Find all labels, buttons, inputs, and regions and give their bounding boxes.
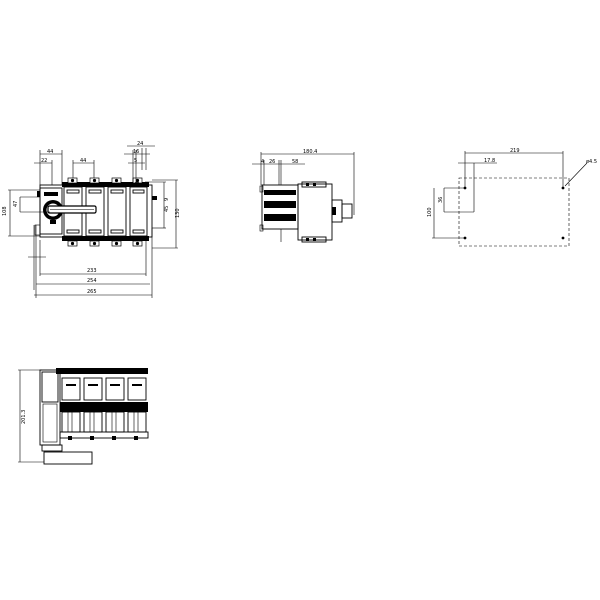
dim-44-top: 44 <box>47 149 53 155</box>
dim-130: 130 <box>175 208 181 218</box>
dim-17-8: 17.8 <box>484 158 495 164</box>
dim-108: 108 <box>2 206 8 216</box>
terminals-bottom <box>67 240 143 247</box>
side-dimensions: 180.4 4 26 58 <box>252 149 355 215</box>
drill-dimensions: 219 17.8 36 100 ø4.5 <box>427 148 597 239</box>
dim-36: 36 <box>438 197 444 203</box>
dim-9: 9 <box>164 198 170 201</box>
rear-view: 201.3 <box>18 368 149 465</box>
dim-58: 58 <box>292 159 298 165</box>
dim-5: 5 <box>134 158 137 164</box>
front-dimensions: 44 22 44 24 16 5 108 <box>2 141 181 298</box>
dim-254: 254 <box>87 278 97 284</box>
dim-201-3: 201.3 <box>21 410 27 424</box>
dim-100: 100 <box>427 207 433 217</box>
dim-233: 233 <box>87 268 97 274</box>
dim-265: 265 <box>87 289 97 295</box>
drill-template-view: 219 17.8 36 100 ø4.5 <box>427 148 597 247</box>
front-view: 44 22 44 24 16 5 108 <box>2 141 181 298</box>
dim-hole-dia: ø4.5 <box>586 159 597 165</box>
dim-4: 4 <box>261 159 264 165</box>
dim-180-4: 180.4 <box>303 149 317 155</box>
rotary-handle <box>43 200 97 224</box>
dim-219: 219 <box>510 148 520 154</box>
terminals-top <box>67 177 143 184</box>
dim-22: 22 <box>41 158 47 164</box>
dim-44-pitch: 44 <box>80 158 86 164</box>
dim-47: 47 <box>13 201 19 207</box>
dim-26: 26 <box>269 159 275 165</box>
rear-dimensions: 201.3 <box>18 369 44 463</box>
pole-modules-rear <box>59 377 149 440</box>
dim-24: 24 <box>137 141 143 147</box>
side-view: 180.4 4 26 58 <box>252 149 355 243</box>
dim-45: 45 <box>164 206 170 212</box>
